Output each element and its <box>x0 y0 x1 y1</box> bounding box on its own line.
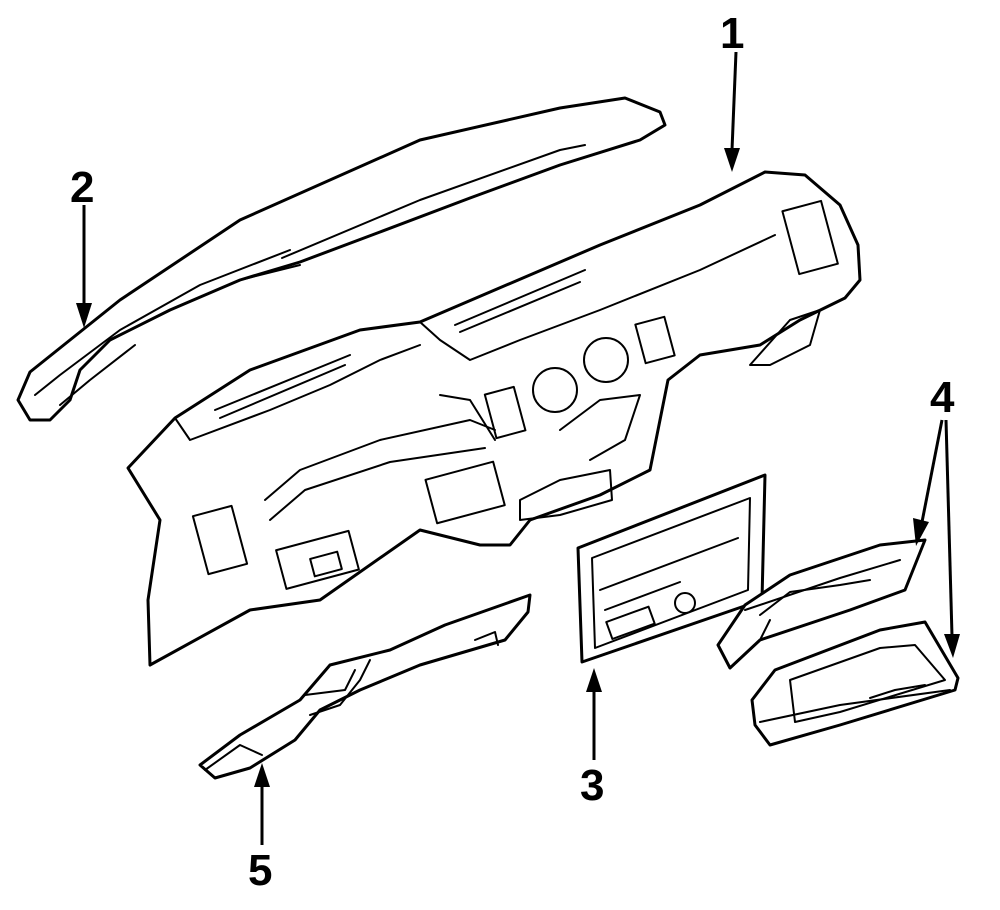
part-4-glove-box <box>716 538 960 747</box>
callout-number-4: 4 <box>930 373 955 422</box>
part-2-dash-cover-strip <box>16 96 667 422</box>
part-5-lower-panel <box>198 593 532 780</box>
callout-number-3: 3 <box>580 761 604 810</box>
callout-leaders <box>76 51 960 845</box>
callout-number-2: 2 <box>70 163 94 212</box>
callout-number-5: 5 <box>248 846 272 895</box>
part-1-instrument-panel <box>126 170 862 667</box>
callout-number-1: 1 <box>720 9 744 58</box>
